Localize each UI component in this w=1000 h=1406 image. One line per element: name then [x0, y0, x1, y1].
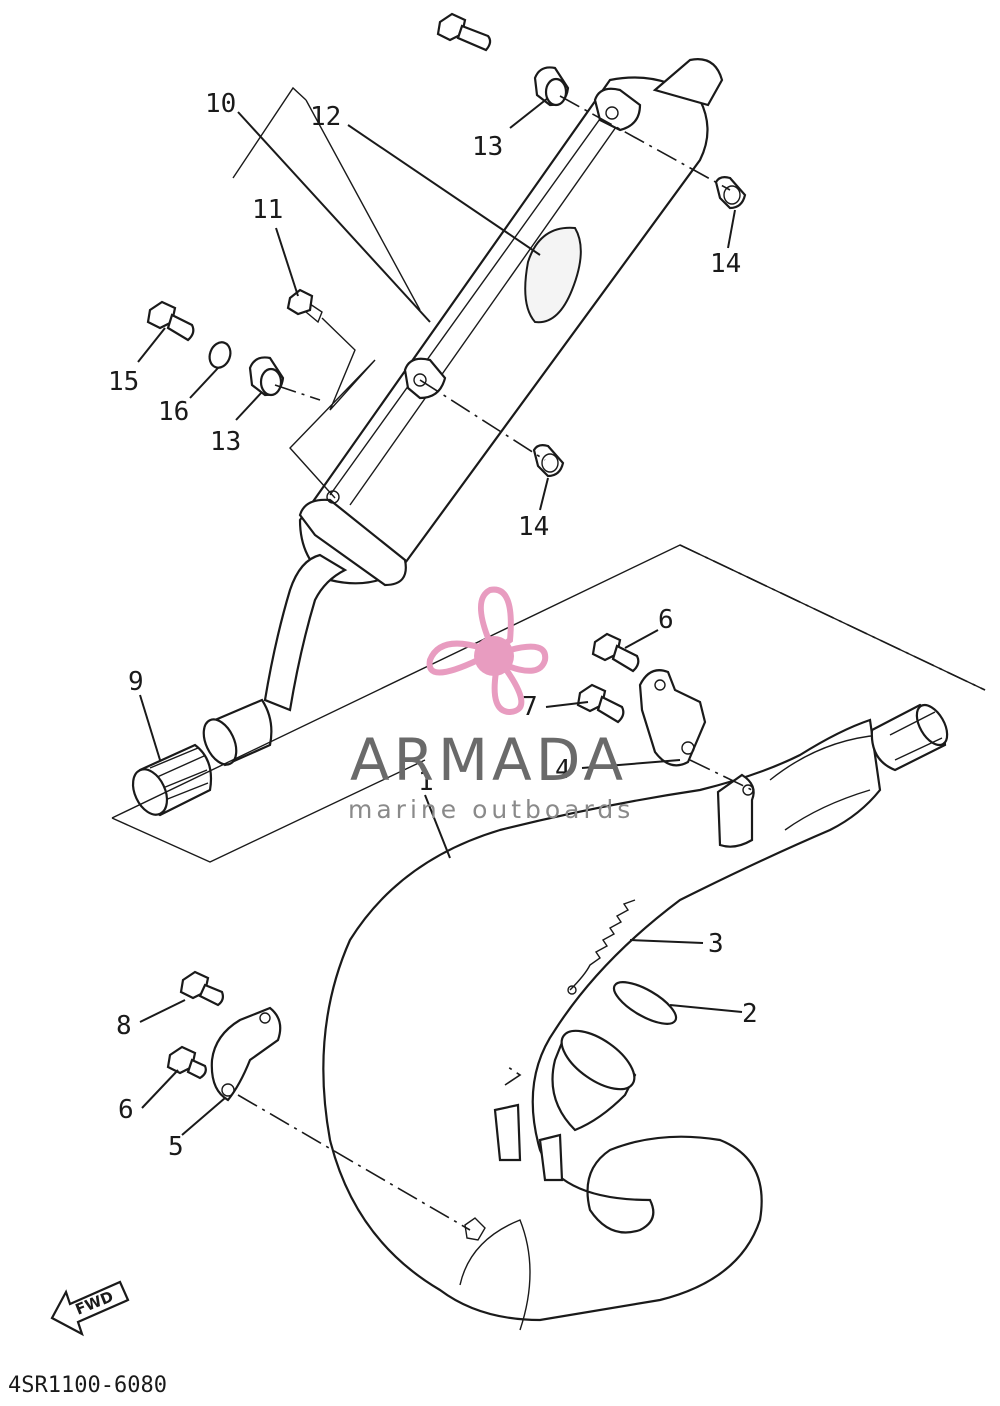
screw-part-11: [286, 288, 323, 324]
callout-6-lower: 6: [118, 1095, 134, 1125]
callout-2: 2: [742, 999, 758, 1029]
armada-watermark: ARMADA marine outboards: [348, 586, 634, 824]
callout-14-upper: 14: [710, 249, 741, 279]
bolt-top: [436, 12, 492, 52]
collar-part-14-lower: [532, 444, 565, 478]
bolt-part-15: [146, 300, 195, 342]
spring-part-3: [567, 899, 636, 995]
callout-4: 4: [555, 755, 571, 785]
callout-6-upper: 6: [658, 605, 674, 635]
forward-direction-arrow: FWD: [50, 1280, 130, 1337]
damper-part-13-upper: [533, 66, 570, 107]
bolt-part-6-upper: [591, 632, 640, 673]
callout-9: 9: [128, 667, 144, 697]
bracket-part-4: [638, 669, 707, 767]
watermark-tagline: marine outboards: [348, 795, 634, 824]
collar-part-14-upper: [714, 176, 747, 210]
callout-12: 12: [310, 102, 341, 132]
bolt-part-7: [576, 683, 625, 724]
callout-16: 16: [158, 397, 189, 427]
propeller-logo-icon: [426, 586, 549, 716]
drawing-code: 4SR1100-6080: [8, 1373, 167, 1398]
washer-part-16: [208, 341, 232, 369]
bolt-part-6-lower: [166, 1045, 207, 1080]
callout-labels: 1 2 3 4 5 6 6 7 8 9 10 11 12 13 13 14 14…: [108, 89, 758, 1162]
callout-11: 11: [252, 195, 283, 225]
silencer-inlet-pipe: [202, 553, 348, 767]
bracket-part-5: [210, 1006, 282, 1102]
gasket-part-2: [612, 981, 678, 1025]
exhaust-chamber-part-1: [322, 703, 949, 1331]
callout-13-upper: 13: [472, 132, 503, 162]
callout-14-lower: 14: [518, 512, 549, 542]
callout-7: 7: [522, 692, 538, 722]
leader-lines: [137, 97, 743, 1136]
joint-part-9: [131, 743, 213, 817]
callout-10: 10: [205, 89, 236, 119]
callout-13-lower: 13: [210, 427, 241, 457]
damper-part-13-lower: [248, 356, 285, 397]
watermark-brand: ARMADA: [350, 726, 627, 794]
callout-1: 1: [418, 767, 434, 797]
assembly-dash-lines: [237, 95, 986, 1231]
silencer-assembly: [298, 58, 724, 587]
callout-15: 15: [108, 367, 139, 397]
callout-3: 3: [708, 929, 724, 959]
callout-5: 5: [168, 1132, 184, 1162]
bolt-part-8: [179, 970, 224, 1007]
callout-8: 8: [116, 1011, 132, 1041]
